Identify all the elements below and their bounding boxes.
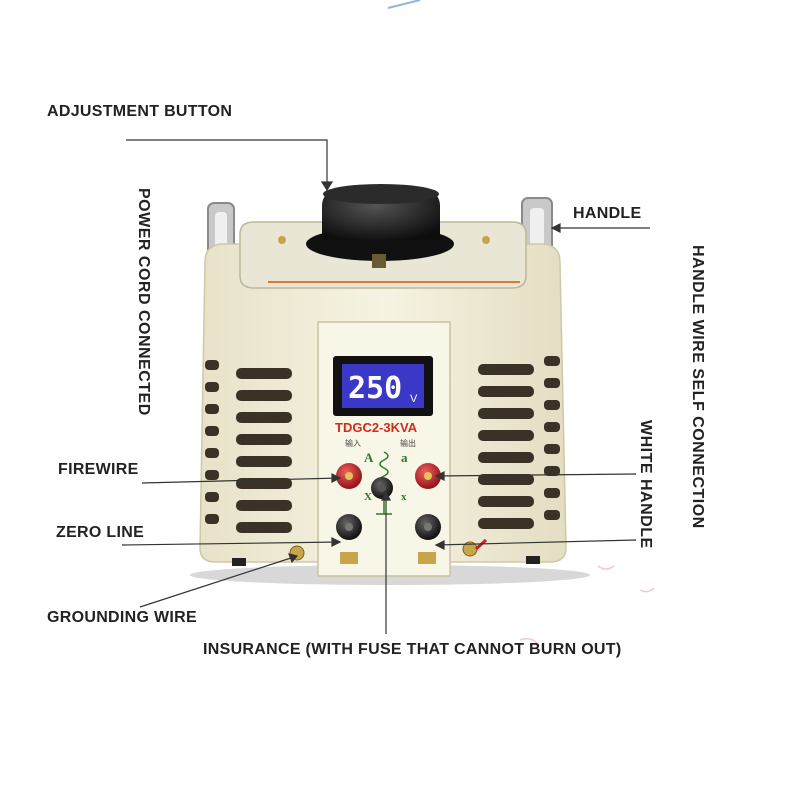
model-label: TDGC2-3KVA (335, 420, 418, 435)
leader-zero-line-output (435, 539, 637, 546)
label-firewire: FIREWIRE (58, 461, 139, 478)
top-accent-line (387, 0, 421, 9)
label-insurance: INSURANCE (WITH FUSE THAT CANNOT BURN OU… (203, 641, 622, 658)
arrow-adjustment-button (320, 181, 334, 192)
label-grounding-wire: GROUNDING WIRE (47, 609, 197, 626)
display-unit: V (410, 393, 418, 405)
output-label: 输出 (400, 438, 416, 448)
arrow-firewire (331, 473, 342, 483)
arrow-insurance (381, 490, 391, 501)
watermark-strokes (519, 565, 655, 645)
red-wire (474, 538, 488, 551)
right-vent (478, 356, 560, 529)
foot-left (232, 558, 246, 566)
input-label: 输入 (345, 438, 361, 448)
display-value: 250 (348, 371, 402, 406)
label-white-handle: WHITE HANDLE (637, 420, 654, 549)
top-screw-left (278, 236, 286, 244)
terminal-letter-in-zero: X (364, 491, 372, 503)
foot-right (526, 556, 540, 564)
lower-connector-right (418, 552, 436, 564)
label-handle: HANDLE (573, 205, 642, 222)
label-adjustment-button: ADJUSTMENT BUTTON (47, 103, 233, 120)
arrow-white-handle (434, 471, 445, 481)
leader-firewire (141, 477, 341, 484)
voltage-display: 250 V (333, 356, 433, 416)
firewire-input-terminal (336, 463, 362, 489)
adjustment-knob (306, 184, 454, 268)
arrow-grounding-wire (288, 553, 299, 564)
fuse-holder (371, 477, 393, 499)
leader-adjustment-button (126, 139, 328, 188)
arrow-zero-line-output (434, 540, 445, 550)
terminal-letter-out-zero: x (401, 491, 407, 503)
leader-zero-line (121, 541, 341, 546)
label-handle-wire-self-connection: HANDLE WIRE SELF CONNECTION (689, 245, 706, 529)
label-zero-line: ZERO LINE (56, 524, 145, 541)
zero-line-output-terminal (415, 514, 441, 540)
leader-lines (121, 139, 650, 634)
leader-white-handle (435, 473, 637, 477)
top-screw-right (482, 236, 490, 244)
arrow-handle (550, 223, 561, 233)
zero-line-input-terminal (336, 514, 362, 540)
terminal-letter-in: A (364, 450, 374, 465)
label-power-cord-connected: POWER CORD CONNECTED (135, 188, 152, 416)
lower-connector-left (340, 552, 358, 564)
arrow-zero-line (331, 537, 342, 547)
firewire-output-terminal (415, 463, 441, 489)
leader-grounding-wire (139, 555, 298, 608)
terminal-letter-out: a (401, 450, 408, 465)
